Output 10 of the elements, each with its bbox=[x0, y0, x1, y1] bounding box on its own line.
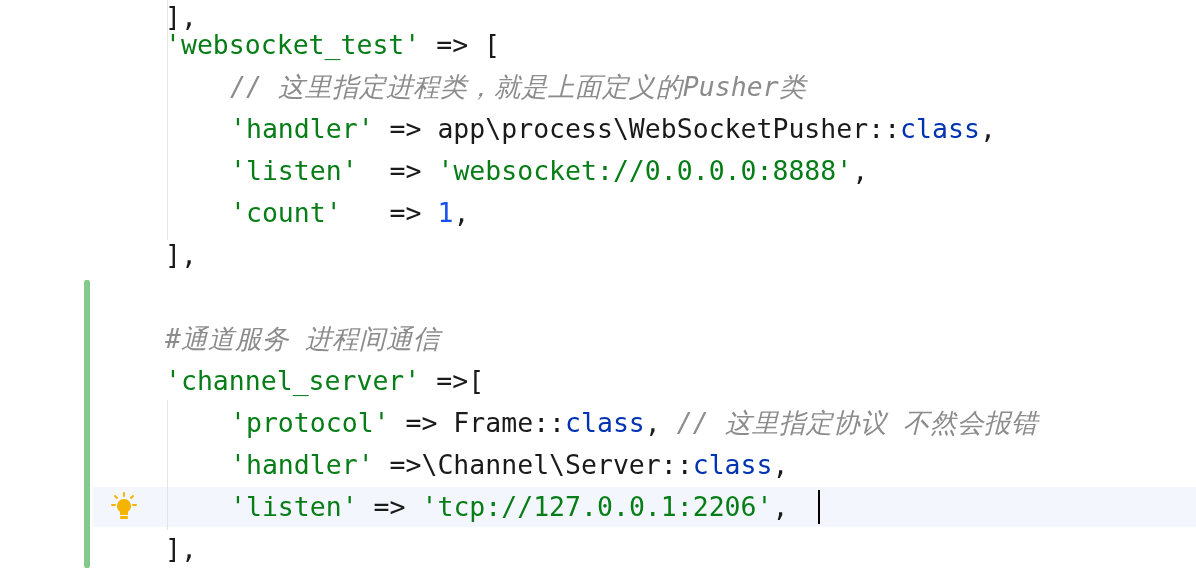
code-line: 'count' => 1, bbox=[230, 196, 470, 230]
code-line: 'protocol' => Frame::class, // 这里指定协议 不然会报错 bbox=[230, 406, 1038, 440]
code-line: 'listen' => 'websocket://0.0.0.0:8888', bbox=[230, 154, 869, 188]
code-line: 'handler' => app\process\WebSocketPusher::class, bbox=[230, 112, 996, 146]
code-line: ], bbox=[165, 532, 197, 566]
code-line: ], bbox=[165, 238, 197, 272]
code-line: 'channel_server' =>[ bbox=[165, 364, 485, 398]
code-line: 'listen' => 'tcp://127.0.0.1:2206', bbox=[230, 490, 789, 524]
code-line: // 这里指定进程类，就是上面定义的Pusher类 bbox=[230, 70, 806, 104]
code-line: 'handler' =>\Channel\Server::class, bbox=[230, 448, 789, 482]
